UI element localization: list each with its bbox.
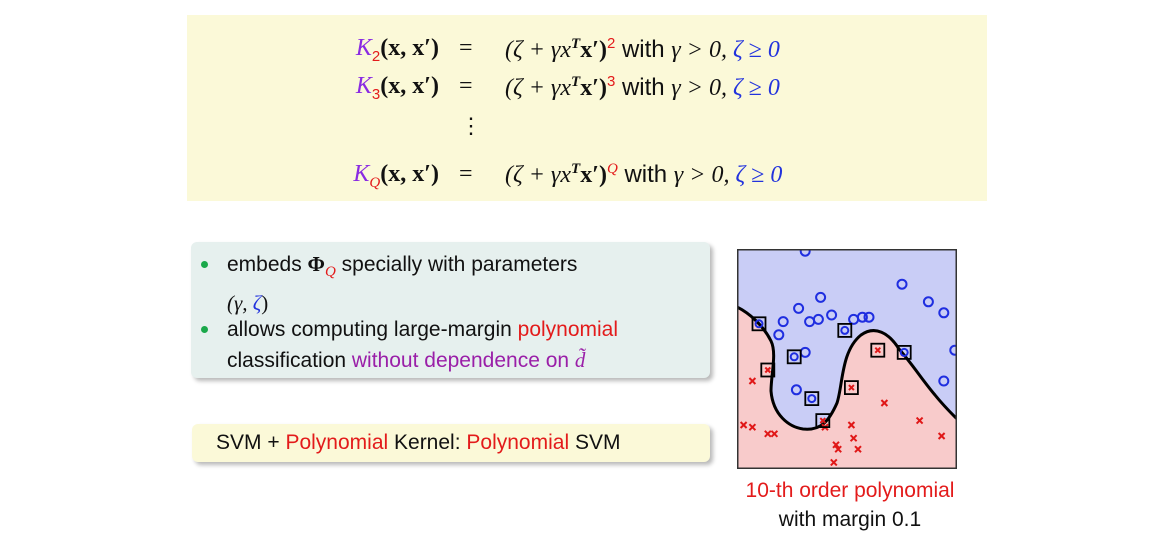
plot-caption-margin: with margin 0.1 — [778, 508, 922, 531]
support-vector-cross — [815, 413, 831, 429]
circle-point — [773, 329, 785, 341]
circle-point — [799, 249, 811, 257]
circle-point — [863, 311, 875, 323]
circle-point — [938, 307, 950, 319]
bullet-line: allows computing large-margin polynomial — [227, 318, 619, 341]
circle-point — [790, 384, 802, 396]
support-vector-cross — [870, 342, 886, 358]
circle-point — [938, 375, 950, 387]
decision-boundary — [737, 305, 957, 431]
equals-sign: = — [459, 35, 473, 61]
svm-summary-text: SVM + Polynomial Kernel: Polynomial SVM — [216, 431, 621, 454]
cross-point — [834, 445, 842, 453]
circle-point — [922, 296, 934, 308]
formula-rhs: (ζ + γxTx′)2 with γ > 0, ζ ≥ 0 — [505, 35, 780, 63]
svm-summary-box: SVM + Polynomial Kernel: Polynomial SVM — [192, 424, 710, 462]
bullet-dot — [201, 326, 208, 333]
equals-sign: = — [459, 161, 473, 187]
cross-point — [830, 458, 838, 467]
bullet-item-allows: allows computing large-margin polynomial… — [201, 314, 619, 376]
formula-rhs: (ζ + γxTx′)3 with γ > 0, ζ ≥ 0 — [505, 73, 780, 101]
cross-point — [915, 416, 924, 425]
positive-region — [737, 249, 957, 430]
formula-lhs: K2(x, x′) — [355, 35, 439, 65]
circle-point — [949, 344, 957, 356]
equals-sign: = — [459, 73, 473, 99]
circle-point — [826, 309, 838, 321]
formula-lhs: KQ(x, x′) — [353, 161, 439, 191]
cross-point — [832, 441, 840, 449]
circle-point — [804, 316, 816, 328]
formula-rhs: (ζ + γxTx′)Q with γ > 0, ζ ≥ 0 — [505, 161, 783, 188]
support-vector-cross — [760, 362, 776, 378]
circle-point — [777, 316, 789, 328]
support-vector-circle — [786, 349, 802, 365]
bullet-dot — [201, 261, 208, 268]
cross-point — [764, 430, 772, 438]
cross-point — [847, 421, 856, 429]
decision-boundary-plot — [737, 249, 957, 469]
data-points — [739, 249, 957, 467]
kernel-formula-box: K2(x, x′) = (ζ + γxTx′)2 with γ > 0, ζ ≥… — [187, 15, 987, 201]
cross-point — [854, 445, 862, 453]
support-vector-circle — [896, 345, 912, 360]
support-vector-circle — [804, 391, 820, 407]
cross-point — [739, 421, 748, 429]
bullet-line: embeds ΦQ specially with parameters — [227, 252, 578, 281]
support-vector-circle — [837, 323, 853, 338]
bullet-line: classification without dependence on d̃ — [227, 348, 586, 372]
plot-frame — [737, 249, 957, 469]
formula-row-k2: K2(x, x′) = (ζ + γxTx′)2 with γ > 0, ζ ≥… — [187, 35, 987, 71]
circle-point — [856, 311, 868, 323]
cross-point — [770, 430, 779, 438]
circle-point — [896, 278, 908, 290]
plot-caption-title: 10-th order polynomial — [745, 479, 955, 502]
bullet-item-embeds: embeds ΦQ specially with parameters (γ, … — [201, 249, 578, 319]
bullet-line: (γ, ζ) — [227, 291, 269, 316]
circle-point — [815, 291, 827, 303]
cross-point — [849, 434, 858, 442]
circle-point — [793, 302, 805, 314]
cross-point — [748, 423, 757, 431]
vertical-ellipsis: ⋮ — [460, 113, 482, 138]
formula-row-k3: K3(x, x′) = (ζ + γxTx′)3 with γ > 0, ζ ≥… — [187, 73, 987, 109]
support-vector-cross — [844, 380, 859, 396]
formula-row-kq: KQ(x, x′) = (ζ + γxTx′)Q with γ > 0, ζ ≥… — [187, 161, 987, 197]
formula-lhs: K3(x, x′) — [355, 73, 439, 103]
cross-point — [748, 377, 757, 385]
cross-point — [880, 399, 889, 407]
bullet-box: embeds ΦQ specially with parameters (γ, … — [191, 242, 710, 378]
cross-point — [937, 432, 946, 440]
support-vector-circle — [751, 316, 767, 332]
